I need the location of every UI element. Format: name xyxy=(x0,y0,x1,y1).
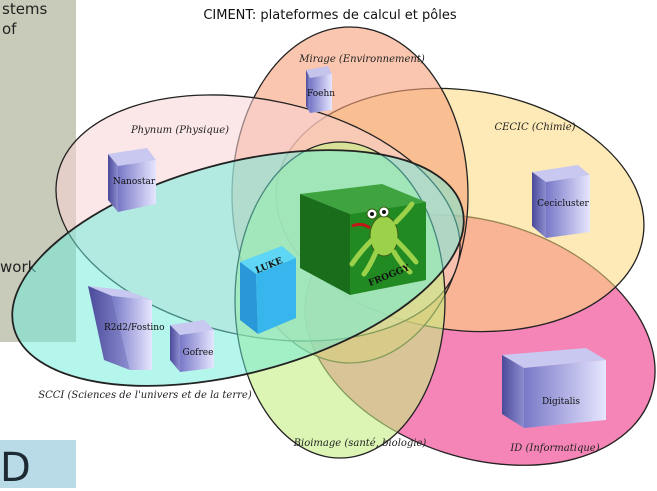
slide-text-line: stems xyxy=(2,0,48,18)
cluster-nanostar: Nanostar xyxy=(108,148,156,212)
cluster-cecicluster: Cecicluster xyxy=(532,165,590,238)
diagram-title: CIMENT: plateformes de calcul et pôles xyxy=(203,8,457,23)
slide-big-letter: D xyxy=(0,445,31,491)
cluster-label-nanostar: Nanostar xyxy=(113,177,156,187)
cluster-label-r2d2: R2d2/Fostino xyxy=(104,323,165,333)
cluster-digitalis: Digitalis xyxy=(502,348,606,428)
slide-text-line: work xyxy=(0,258,37,276)
pole-label-phynum: Phynum (Physique) xyxy=(130,125,229,136)
pole-label-cecic: CECIC (Chimie) xyxy=(494,122,575,133)
frog-icon xyxy=(349,201,419,277)
pole-label-scci: SCCI (Sciences de l'univers et de la ter… xyxy=(38,390,252,401)
cluster-label-digitalis: Digitalis xyxy=(542,397,580,407)
cluster-label-gofree: Gofree xyxy=(183,348,214,358)
cluster-r2d2: R2d2/Fostino xyxy=(88,286,165,370)
cluster-gofree: Gofree xyxy=(170,320,214,372)
cluster-luke: LUKE xyxy=(240,246,296,334)
cluster-label-foehn: Foehn xyxy=(307,89,335,99)
slide-text-line: of xyxy=(2,20,17,38)
cluster-froggy: FROGGY xyxy=(300,184,426,295)
pole-label-bioimage: Bioimage (santé, biologie) xyxy=(293,438,427,449)
slide-background-panel-bottom xyxy=(0,440,76,488)
pole-label-id: ID (Informatique) xyxy=(509,443,599,454)
cluster-foehn: Foehn xyxy=(306,66,335,113)
cluster-label-cecicluster: Cecicluster xyxy=(537,199,589,209)
pole-label-mirage: Mirage (Environnement) xyxy=(298,54,425,65)
